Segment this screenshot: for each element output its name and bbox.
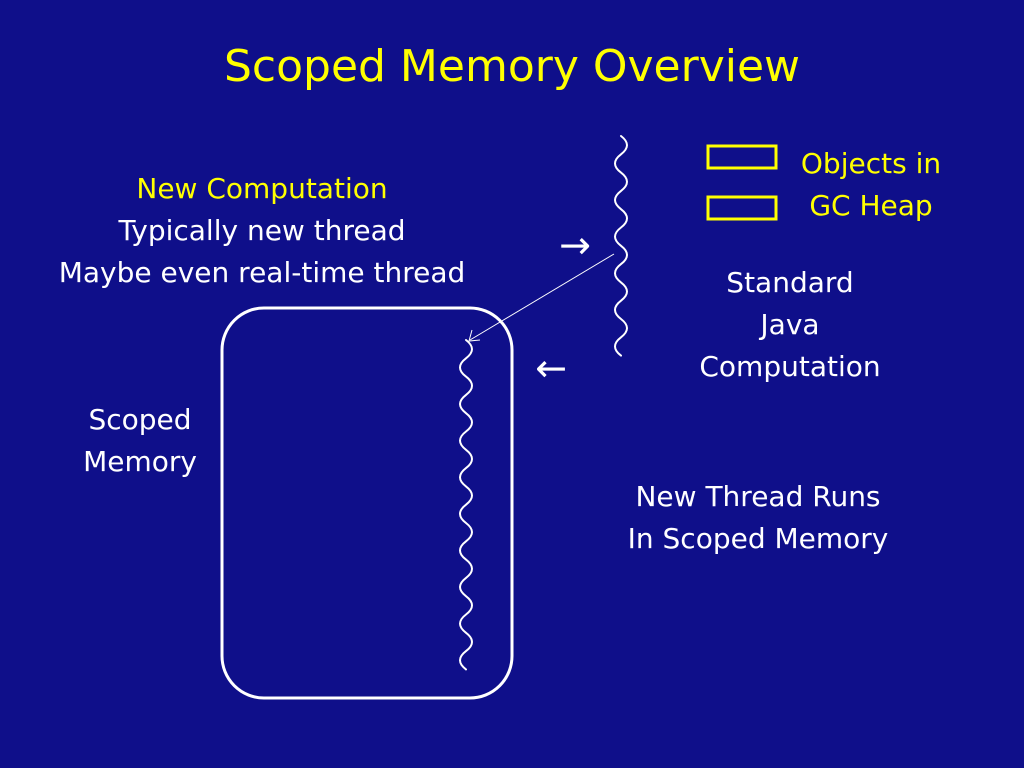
standard-computation-line-1: Standard (726, 266, 854, 299)
arrow-left-icon: ← (535, 346, 567, 390)
scoped-thread-squiggle (459, 339, 473, 671)
spawn-arrow-line (469, 253, 615, 341)
standard-computation-line-2: Java (760, 308, 820, 341)
gc-heap-legend-line-2: GC Heap (809, 189, 933, 222)
gc-heap-object-1 (706, 144, 778, 170)
new-computation-text: New Computation Typically new thread May… (40, 168, 484, 294)
page-title: Scoped Memory Overview (223, 41, 801, 92)
new-computation-heading: New Computation (136, 172, 388, 205)
new-computation-detail-1: Typically new thread (118, 214, 406, 247)
standard-thread-squiggle (614, 135, 628, 357)
standard-computation-line-3: Computation (699, 350, 881, 383)
new-thread-runs-label: New Thread Runs In Scoped Memory (598, 476, 918, 560)
scoped-memory-line-2: Memory (83, 445, 197, 478)
scoped-memory-region (220, 306, 514, 700)
new-thread-runs-line-1: New Thread Runs (635, 480, 881, 513)
new-thread-runs-line-2: In Scoped Memory (627, 522, 889, 555)
gc-heap-legend: Objects in GC Heap (786, 143, 956, 227)
new-computation-detail-2: Maybe even real-time thread (58, 256, 466, 289)
standard-computation-label: Standard Java Computation (680, 262, 900, 388)
gc-heap-object-2 (706, 195, 778, 221)
scoped-memory-label: Scoped Memory (60, 399, 220, 483)
arrow-right-icon: → (559, 223, 591, 267)
scoped-memory-line-1: Scoped (88, 403, 192, 436)
spawn-arrow-head (468, 329, 481, 342)
gc-heap-legend-line-1: Objects in (800, 147, 942, 180)
